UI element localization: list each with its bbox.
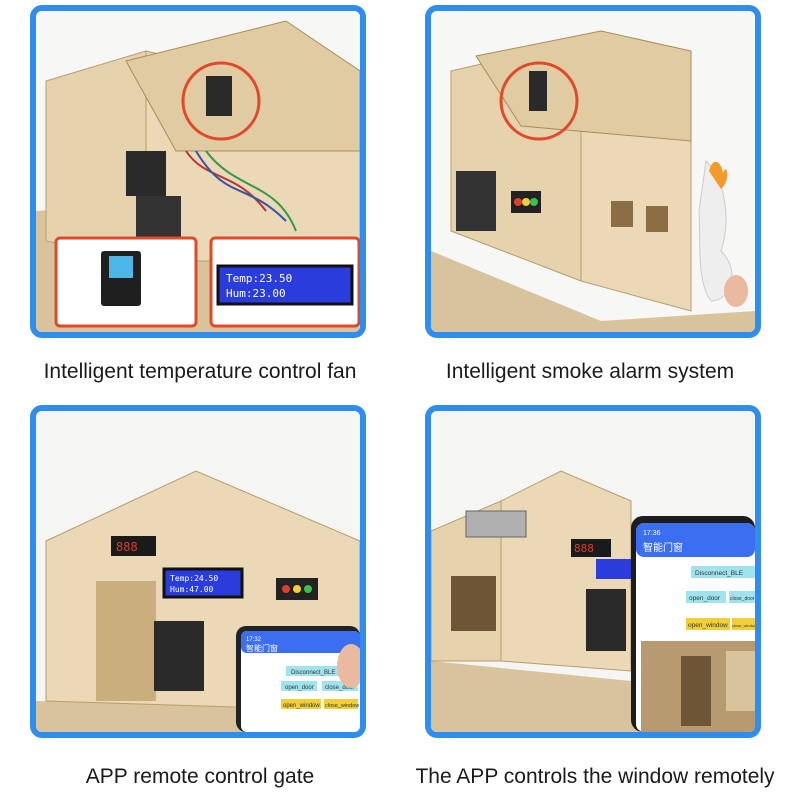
close-window-button-2[interactable] xyxy=(732,618,755,630)
svg-text:open_window: open_window xyxy=(688,622,728,629)
house-illustration-3: 888 Temp:24.50 Hum:47.00 17:32 智能门窗 Disc… xyxy=(36,411,360,732)
house-illustration-1: Temp:23.50 Hum:23.00 xyxy=(36,11,360,332)
phone-app-gate: 17:32 智能门窗 Disconnect_BLE open_door clos… xyxy=(236,626,360,732)
svg-text:open_door: open_door xyxy=(689,595,721,602)
close-window-button[interactable] xyxy=(324,699,358,709)
house-illustration-2 xyxy=(431,11,755,332)
open-door-button[interactable] xyxy=(281,681,317,691)
svg-text:close_door: close_door xyxy=(730,596,755,602)
svg-text:Disconnect_BLE: Disconnect_BLE xyxy=(695,570,744,577)
photo-smoke-alarm xyxy=(425,5,761,338)
lcd-line-2-gate: Hum:47.00 xyxy=(170,585,214,594)
photo-app-window: 888 17:36 智能门窗 Disconnect_BLE open_door … xyxy=(425,405,761,738)
caption-temperature-fan: Intelligent temperature control fan xyxy=(43,360,357,383)
open-window-button[interactable] xyxy=(281,699,321,709)
phone-app-window: 17:36 智能门窗 Disconnect_BLE open_door clos… xyxy=(631,516,755,732)
svg-text:Disconnect_BLE: Disconnect_BLE xyxy=(291,670,335,676)
svg-text:close_window: close_window xyxy=(325,703,359,709)
smoke-highlight-circle xyxy=(499,61,579,141)
svg-text:open_door: open_door xyxy=(285,685,314,691)
close-door-button-2[interactable] xyxy=(729,591,755,603)
photo-temperature-fan: Temp:23.50 Hum:23.00 xyxy=(30,5,366,338)
svg-text:close_door: close_door xyxy=(325,685,354,691)
disconnect-ble-button-2[interactable] xyxy=(691,566,755,578)
disconnect-ble-button[interactable] xyxy=(286,666,348,676)
lcd-screen xyxy=(216,264,354,306)
house-illustration-4: 888 17:36 智能门窗 Disconnect_BLE open_door … xyxy=(431,411,755,732)
phone-time: 17:32 xyxy=(246,637,262,643)
lcd-screen-gate xyxy=(162,567,244,599)
photo-app-gate: 888 Temp:24.50 Hum:47.00 17:32 智能门窗 Disc… xyxy=(30,405,366,738)
app-title: 智能门窗 xyxy=(246,643,278,653)
svg-text:888: 888 xyxy=(574,542,594,555)
close-door-button[interactable] xyxy=(322,681,358,691)
fan-highlight-circle xyxy=(181,61,261,141)
app-title-2: 智能门窗 xyxy=(643,541,683,554)
svg-text:close_window: close_window xyxy=(732,623,755,628)
caption-app-window: The APP controls the window remotely xyxy=(415,765,775,788)
open-door-button-2[interactable] xyxy=(686,591,726,603)
svg-text:open_window: open_window xyxy=(283,703,320,709)
phone-time-2: 17:36 xyxy=(643,530,661,537)
lcd-line-2: Hum:23.00 xyxy=(226,287,286,300)
lcd-line-1-gate: Temp:24.50 xyxy=(170,574,218,583)
caption-app-gate: APP remote control gate xyxy=(85,765,315,788)
open-window-button-2[interactable] xyxy=(686,618,730,630)
lcd-line-1: Temp:23.50 xyxy=(226,272,292,285)
svg-text:888: 888 xyxy=(116,540,138,554)
caption-smoke-alarm: Intelligent smoke alarm system xyxy=(445,360,735,383)
